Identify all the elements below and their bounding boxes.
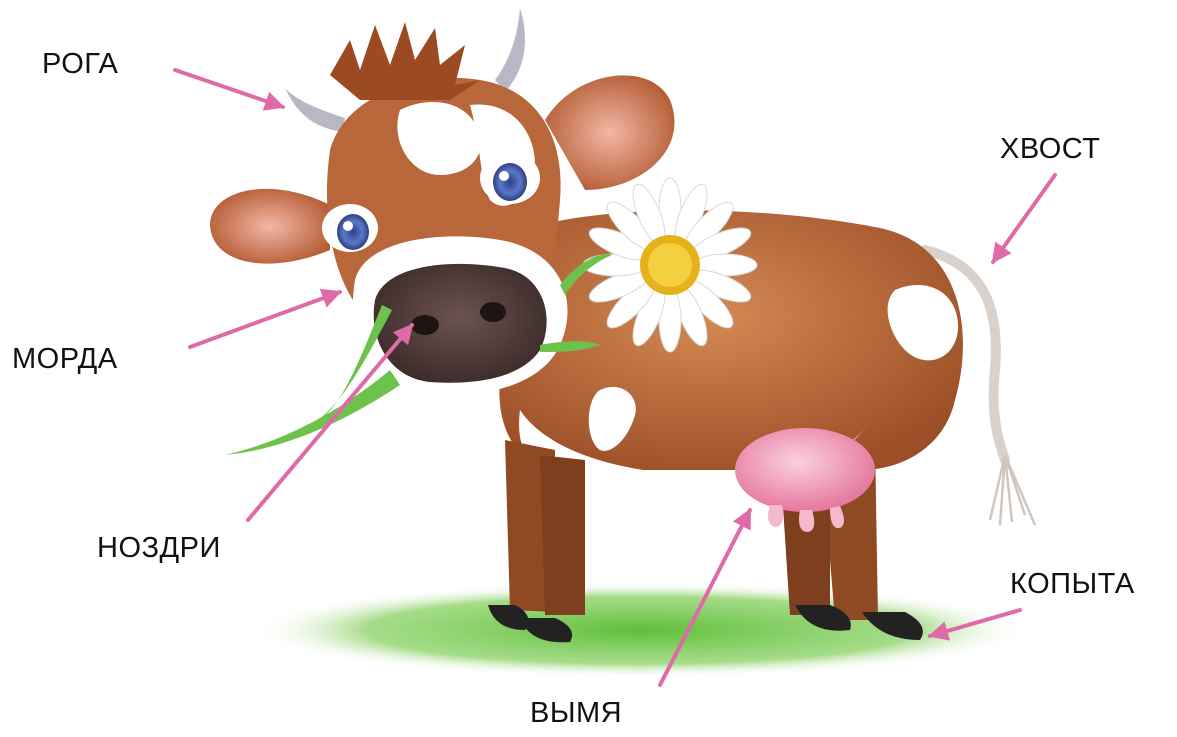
arrow-muzzle	[190, 292, 340, 347]
arrow-nostrils	[248, 325, 412, 520]
cow-hair-tuft	[330, 22, 480, 100]
arrow-tail	[993, 175, 1055, 262]
label-horns: РОГА	[42, 48, 118, 81]
label-muzzle: МОРДА	[12, 343, 118, 376]
daisy-flower	[583, 178, 757, 352]
label-nostrils: НОЗДРИ	[97, 532, 221, 565]
label-tail: ХВОСТ	[1000, 133, 1100, 166]
label-udder: ВЫМЯ	[530, 697, 622, 730]
arrow-horns	[175, 70, 283, 107]
label-hooves: КОПЫТА	[1010, 568, 1135, 601]
